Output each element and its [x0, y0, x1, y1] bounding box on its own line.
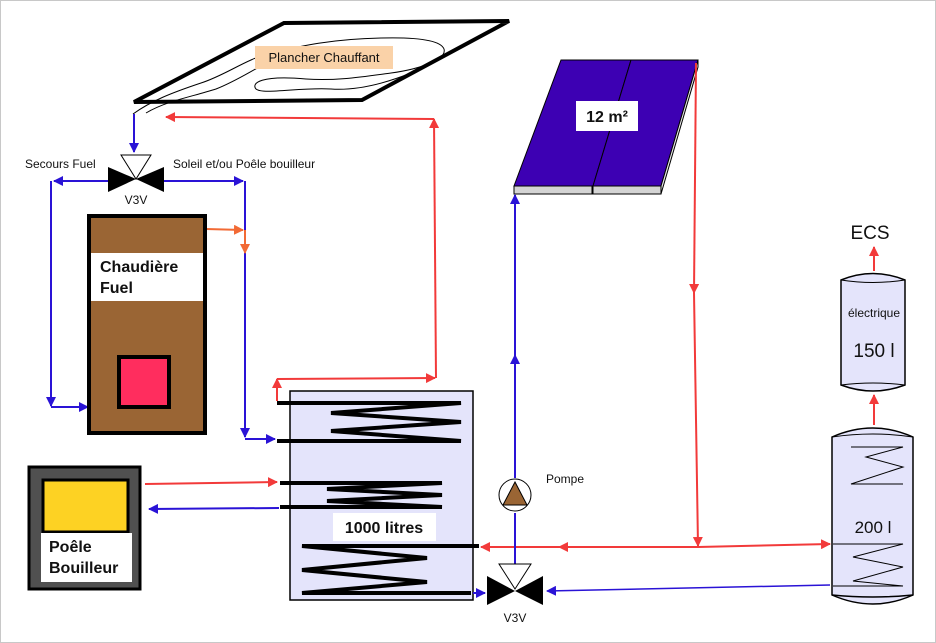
floor-supply-pipe-left: [165, 112, 435, 123]
circulation-pump[interactable]: [498, 478, 532, 512]
stove-return-pipe: [148, 503, 280, 514]
solar-to-200-pipe: [697, 539, 831, 550]
wood-stove-boiler: Poêle Bouilleur: [27, 465, 142, 591]
fuel-boiler: Chaudière Fuel: [87, 214, 207, 435]
stove-label-line2: Bouilleur: [49, 560, 118, 577]
electric-tank-150: électrique 150 l: [840, 272, 906, 392]
solar-hot-pipe-down-2: [692, 292, 703, 547]
valve-bottom-right-cone: [515, 576, 543, 605]
boiler-label-bg: [91, 253, 203, 301]
valve-top-right-cone: [136, 167, 164, 192]
tank150-body: [840, 272, 906, 392]
boiler-label-line1: Chaudière: [100, 259, 178, 276]
buffer-hot-out-pipe-right: [276, 373, 436, 384]
backup-fuel-label: Secours Fuel: [25, 157, 96, 171]
solar-tank-200: 200 l: [831, 427, 914, 605]
tank200-return-pipe: [546, 584, 831, 596]
tank200-coil-bottom: [833, 543, 904, 587]
tank200-label: 200 l: [855, 518, 892, 537]
tank200-bottom-line: [831, 594, 914, 598]
tank150-volume-label: 150 l: [853, 341, 894, 362]
floor-heating-label: Plancher Chauffant: [268, 50, 379, 65]
stove-window: [41, 478, 130, 534]
valve-bottom-left-cone: [487, 576, 515, 605]
tank150-type-label: électrique: [848, 306, 900, 320]
stove-label-line1: Poêle: [49, 539, 92, 556]
boiler-label-line2: Fuel: [100, 280, 133, 297]
solar-hot-pipe-down: [689, 62, 700, 294]
boiler-window: [117, 355, 171, 409]
tank200-top-line: [831, 433, 914, 438]
tank150-bottom-line: [840, 382, 906, 386]
buffer-coil-top: [277, 401, 462, 443]
solar-panel: 12 m²: [513, 59, 699, 195]
buffer-tank: 1000 litres: [277, 390, 479, 601]
solar-panel-label: 12 m²: [586, 109, 628, 126]
solar-panel-label-bg: [576, 101, 638, 131]
floor-heating: Plancher Chauffant: [132, 19, 510, 115]
stove-label-bg: [41, 533, 132, 582]
buffer-tank-label-bg: [333, 513, 436, 541]
valve-top-left-cone: [108, 167, 136, 192]
floor-heating-pipe-coil: [132, 37, 445, 115]
valve-top-label: V3V: [125, 193, 148, 207]
floor-supply-pipe-up: [429, 118, 440, 379]
boiler-out-pipe: [205, 224, 244, 235]
tank200-body: [831, 427, 914, 605]
floor-heating-label-bg: [255, 46, 393, 69]
buffer-coil-bottom: [301, 544, 479, 595]
valve-bottom-control-triangle: [498, 563, 532, 590]
buffer-tank-label: 1000 litres: [345, 520, 423, 537]
pump-label: Pompe: [546, 472, 584, 486]
tank200-coil-top: [850, 446, 905, 485]
sun-stove-label: Soleil et/ou Poêle bouilleur: [173, 157, 315, 171]
stove-hot-pipe: [144, 477, 278, 488]
three-way-valve-bottom[interactable]: V3V: [487, 563, 543, 625]
pump-triangle-icon: [502, 480, 528, 506]
dhw-out-label: ECS: [850, 223, 889, 244]
solar-panel-edge-right: [592, 185, 662, 195]
solar-panel-edge-left: [513, 185, 593, 195]
valve-bottom-label: V3V: [504, 611, 527, 625]
three-way-valve-top[interactable]: V3V: [108, 154, 164, 207]
valve-top-control-triangle: [120, 154, 152, 180]
solar-panel-side: [660, 59, 699, 195]
tank150-top-line: [840, 279, 906, 283]
buffer-coil-middle: [280, 481, 443, 509]
